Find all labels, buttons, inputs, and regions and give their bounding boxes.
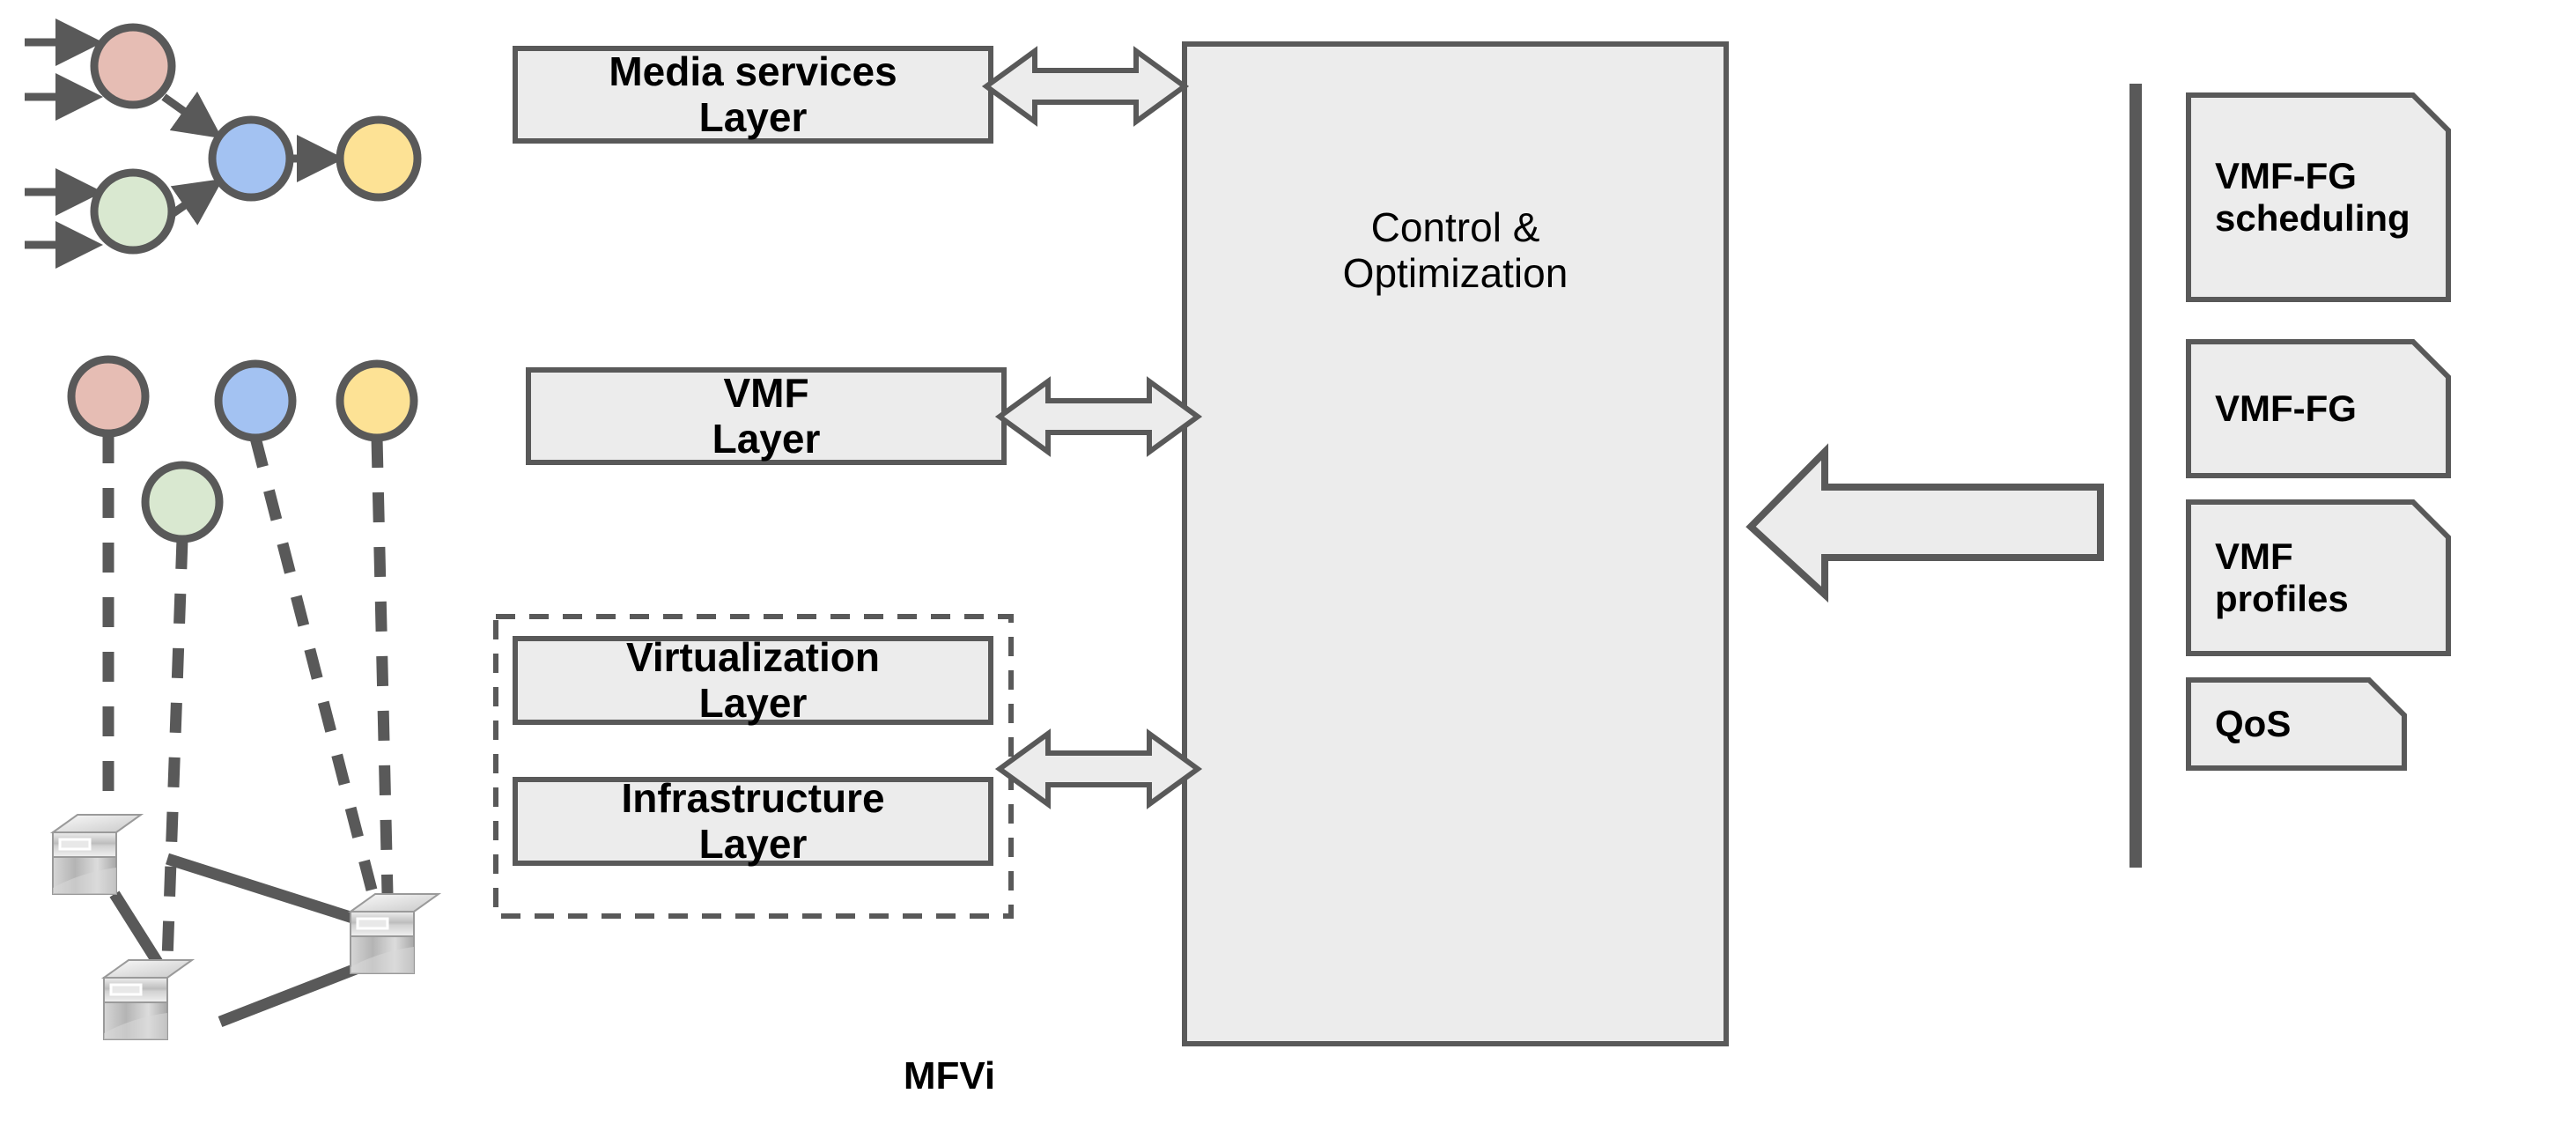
media-services-layer-box[interactable] <box>513 46 993 144</box>
vmf-node-pink <box>67 355 150 438</box>
vmf-layer-box[interactable] <box>526 367 1007 465</box>
service-node-yellow <box>336 115 422 202</box>
bidirectional-arrow-media <box>981 46 1190 127</box>
vmf-node-blue <box>214 359 297 442</box>
mapping-line-blue <box>249 436 380 898</box>
infrastructure-layer-box[interactable] <box>513 777 993 866</box>
mapping-line-yellow <box>371 437 394 895</box>
mapping-graph <box>49 355 442 1040</box>
control-optimization-box[interactable] <box>1182 41 1729 1046</box>
server-icon-1 <box>49 814 144 895</box>
mfvi-dashed-group <box>493 614 1014 919</box>
virtualization-layer-box[interactable] <box>513 636 993 725</box>
mapping-line-green <box>161 538 188 961</box>
vmf-node-yellow <box>336 359 418 442</box>
service-node-blue <box>208 115 294 202</box>
service-node-green <box>90 168 176 255</box>
bidirectional-arrow-mfvi <box>994 728 1203 809</box>
vmf-profiles-doc[interactable] <box>2186 499 2451 656</box>
server-icon-2 <box>100 959 196 1040</box>
service-graph-top <box>25 18 422 269</box>
vmf-node-green <box>141 461 224 543</box>
server-icon-3 <box>347 893 442 974</box>
input-policy-arrow <box>1746 443 2104 603</box>
server-link-1-3 <box>166 853 363 927</box>
qos-doc[interactable] <box>2186 677 2407 771</box>
service-node-pink <box>90 23 176 109</box>
edge-pink-to-blue <box>161 91 223 139</box>
vmf-fg-doc[interactable] <box>2186 339 2451 478</box>
mfvi-label: MFVi <box>903 1054 996 1097</box>
vmf-fg-scheduling-doc[interactable] <box>2186 92 2451 302</box>
bidirectional-arrow-vmf <box>994 376 1203 457</box>
